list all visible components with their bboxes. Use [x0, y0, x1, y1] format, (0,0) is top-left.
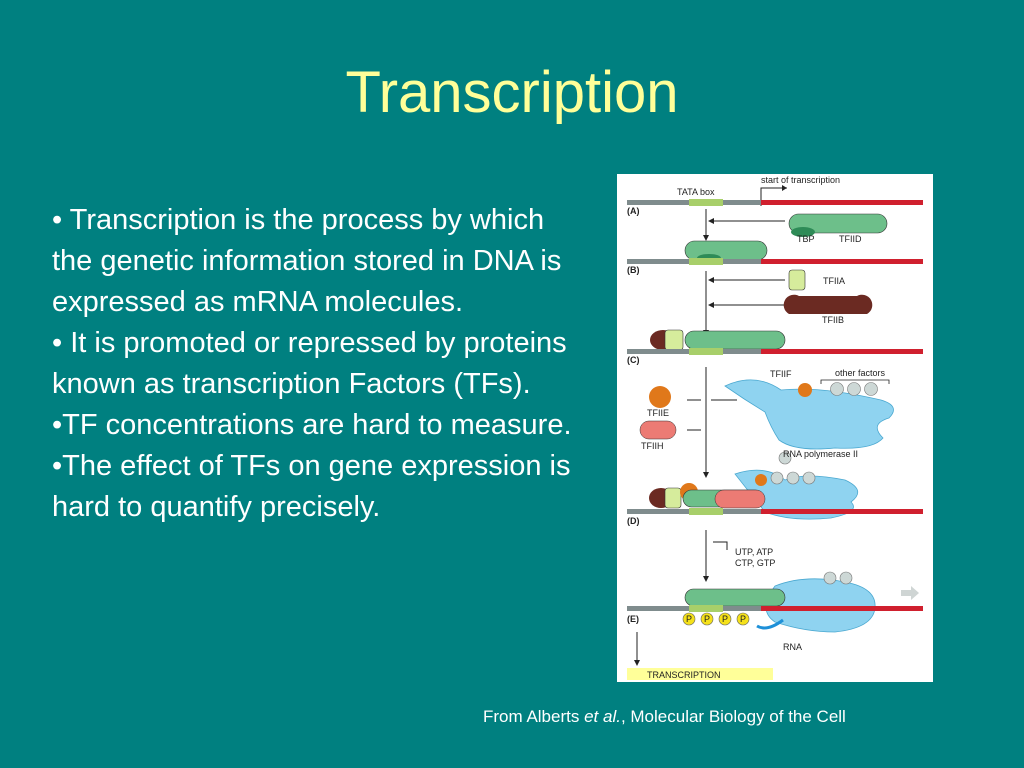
transcription-label: TRANSCRIPTION: [647, 670, 721, 680]
bullet-item: • Transcription is the process by which …: [52, 204, 562, 318]
tata-box-label: TATA box: [677, 187, 715, 197]
dna-strand-d: [627, 508, 923, 515]
rna-label: RNA: [783, 642, 802, 652]
arrow-head: [708, 277, 714, 283]
factor-shape: [786, 471, 800, 485]
factor-shape: [802, 471, 816, 485]
transcription-diagram: TATA box start of transcription (A) TBP …: [617, 174, 933, 682]
tfiie-shape: [649, 386, 671, 408]
tbp-label: TBP: [797, 234, 815, 244]
tfiid-complex-shape: [684, 588, 786, 607]
step-a-label: (A): [627, 206, 640, 216]
other-factor-shape: [847, 382, 861, 396]
dna-strand-e: [627, 605, 923, 612]
tfiih-bound-shape: [714, 489, 766, 509]
phosphate-tail: P P P P: [682, 612, 750, 626]
step-d-label: (D): [627, 516, 640, 526]
other-factors-bracket: [820, 379, 890, 384]
other-factor-shape: [830, 382, 844, 396]
step-c-label: (C): [627, 355, 640, 365]
tfiib-shape: [783, 294, 873, 314]
rna-strand: [756, 618, 784, 630]
tfiih-shape: [639, 420, 677, 440]
utp-atp-label: UTP, ATP: [735, 547, 773, 557]
arrow-head: [634, 660, 640, 666]
arrow-head: [703, 472, 709, 478]
dna-strand-c: [627, 348, 923, 355]
tfiif-label: TFIIF: [770, 369, 792, 379]
caption-suffix: , Molecular Biology of the Cell: [620, 707, 846, 726]
bullet-list: • Transcription is the process by which …: [52, 200, 572, 528]
ctp-gtp-label: CTP, GTP: [735, 558, 775, 568]
slide-title: Transcription: [345, 60, 679, 125]
direction-arrow-icon: [901, 586, 919, 600]
factor-shape: [770, 471, 784, 485]
figure-caption: From Alberts et al., Molecular Biology o…: [483, 705, 983, 729]
factor-shape: [823, 571, 837, 585]
arrow-head: [708, 218, 714, 224]
step-b-label: (B): [627, 265, 640, 275]
tfiid-shape: [788, 213, 888, 234]
tfiia-shape: [788, 269, 806, 291]
tfiif-shape: [798, 383, 812, 397]
phosphate-label: P: [722, 614, 728, 624]
other-factor-shape: [864, 382, 878, 396]
bullet-item: • It is promoted or repressed by protein…: [52, 327, 567, 400]
phosphate-label: P: [740, 614, 746, 624]
rna-polymerase-label: RNA polymerase II: [783, 449, 858, 459]
caption-italic: et al.: [584, 707, 621, 726]
arrow-head: [703, 576, 709, 582]
dna-strand-b: [627, 258, 923, 265]
caption-prefix: From Alberts: [483, 707, 585, 726]
phosphate-label: P: [686, 614, 692, 624]
tfiid-complex-shape: [684, 330, 786, 350]
factor-shape: [839, 571, 853, 585]
tfiie-label: TFIIE: [647, 408, 669, 418]
tfiif-bound-shape: [755, 474, 767, 486]
elongating-polymerase-shape: [765, 578, 876, 633]
bullet-item: •The effect of TFs on gene expression is…: [52, 450, 571, 523]
phosphate-label: P: [704, 614, 710, 624]
tfiib-label: TFIIB: [822, 315, 844, 325]
transcription-diagram-svg: TATA box start of transcription (A) TBP …: [627, 175, 923, 680]
transcription-label-box: [627, 668, 773, 680]
arrow-head: [703, 235, 709, 241]
factor-shape: [778, 451, 792, 465]
other-factors-label: other factors: [835, 368, 886, 378]
bullet-item: •TF concentrations are hard to measure.: [52, 409, 572, 441]
step-e-label: (E): [627, 614, 639, 624]
tfiia-bound-shape: [664, 329, 684, 351]
start-of-transcription-label: start of transcription: [761, 175, 840, 185]
tfiih-label: TFIIH: [641, 441, 664, 451]
tbp-shape: [791, 227, 815, 237]
ntp-arrow: [713, 541, 728, 550]
tfiia-bound-shape: [664, 487, 682, 509]
start-arrow-head: [782, 185, 787, 191]
arrow-head: [708, 302, 714, 308]
dna-strand-a: [627, 199, 923, 206]
tfiid-label: TFIID: [839, 234, 862, 244]
tfiia-label: TFIIA: [823, 276, 845, 286]
